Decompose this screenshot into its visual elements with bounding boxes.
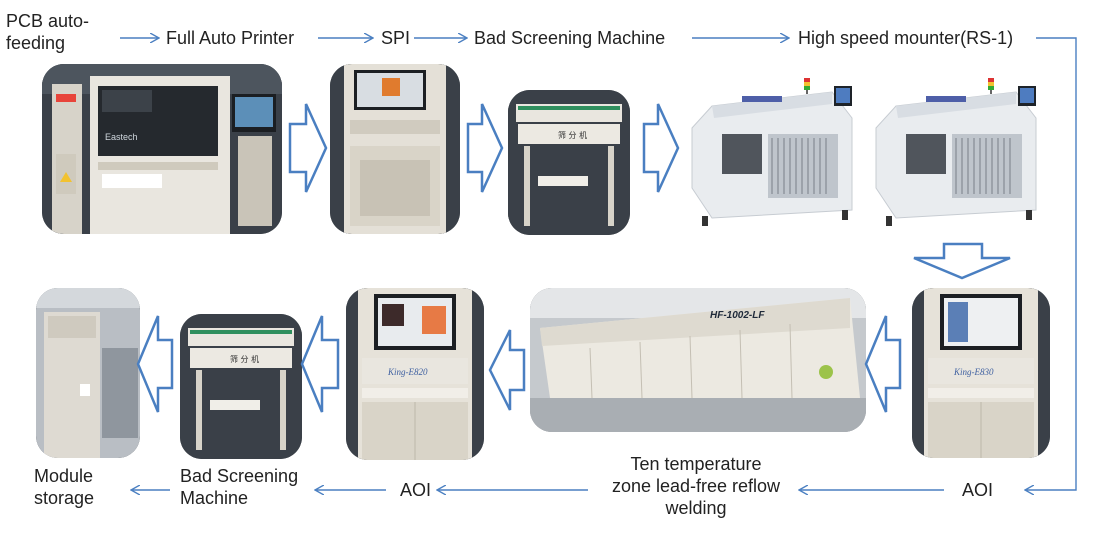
- photo-high-speed-mounter-1: [682, 78, 860, 238]
- aoi-brand-right: King-E830: [953, 367, 994, 377]
- label-spi: SPI: [381, 28, 411, 48]
- label-module-storage: Module storage: [34, 466, 95, 508]
- arrow-mounter-to-aoi: [1026, 37, 1077, 490]
- label-high-speed-mounter: High speed mounter(RS-1): [798, 28, 1014, 48]
- photo-bad-screening-bottom: 筛 分 机: [180, 314, 302, 459]
- photo-aoi-left: King-E820: [346, 288, 484, 460]
- photo-module-storage: [36, 288, 140, 458]
- block-arrow-down: [913, 242, 1011, 280]
- block-arrow-right-1: [288, 103, 328, 193]
- label-aoi-right: AOI: [962, 480, 994, 500]
- block-arrow-left-4: [136, 315, 174, 413]
- block-arrow-left-2: [488, 329, 526, 411]
- block-arrow-right-3: [642, 103, 680, 193]
- label-bad-screening-bottom: Bad Screening Machine: [180, 466, 299, 508]
- block-arrow-left-3: [300, 315, 340, 413]
- eastech-text: Eastech: [105, 132, 138, 142]
- reflow-model-text: HF-1002-LF: [710, 310, 765, 321]
- photo-reflow-oven: HF-1002-LF: [530, 288, 866, 432]
- sorter-text-top: 筛 分 机: [558, 130, 587, 140]
- photo-high-speed-mounter-2: [866, 78, 1044, 238]
- label-full-auto-printer: Full Auto Printer: [166, 28, 295, 48]
- block-arrow-left-1: [864, 315, 902, 413]
- photo-spi: [330, 64, 460, 234]
- photo-aoi-right: King-E830: [912, 288, 1050, 458]
- photo-bad-screening-top: 筛 分 机: [508, 90, 630, 235]
- block-arrow-right-2: [466, 103, 504, 193]
- label-reflow: Ten temperature zone lead-free reflow we…: [611, 454, 781, 518]
- photo-full-auto-printer: Eastech: [42, 64, 282, 234]
- label-bad-screening-top: Bad Screening Machine: [474, 28, 666, 48]
- label-aoi-left: AOI: [400, 480, 432, 500]
- label-pcb-feeding: PCB auto- feeding: [6, 11, 90, 53]
- sorter-text-bottom: 筛 分 机: [230, 354, 259, 364]
- aoi-brand-left: King-E820: [387, 367, 428, 377]
